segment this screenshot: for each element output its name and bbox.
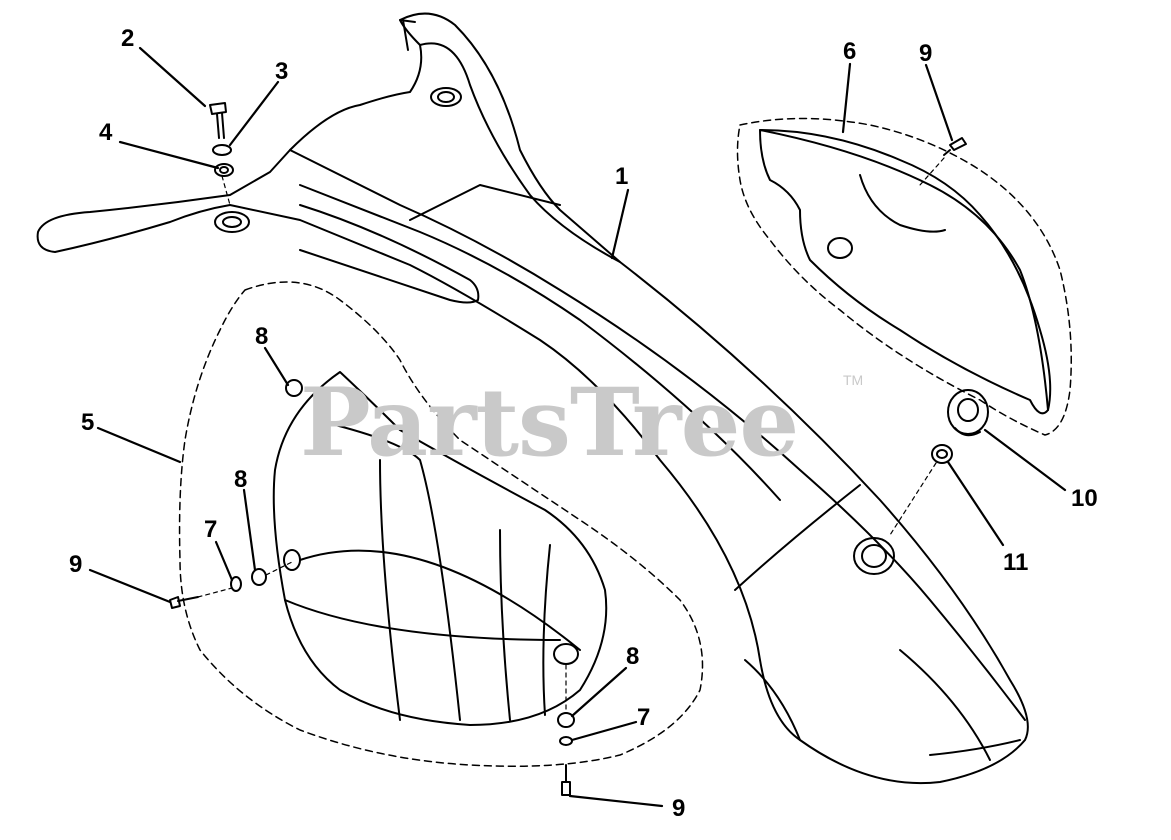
callout-7-bottom: 7 [637,704,651,731]
callout-9-top: 9 [919,40,933,67]
callout-8-bottom: 8 [626,643,640,670]
callout-2: 2 [121,25,135,52]
callout-3: 3 [275,58,289,85]
callout-1: 1 [615,163,629,190]
callout-8-upper: 8 [255,323,269,350]
callout-7-left: 7 [204,516,218,543]
watermark: PartsTree [300,368,799,478]
part-6-bracket [736,117,1072,436]
callout-9-left: 9 [69,551,83,578]
callout-9-bottom: 9 [672,795,686,822]
leader-lines [88,46,1067,808]
hardware [169,102,989,796]
callout-10: 10 [1071,485,1098,512]
callout-5: 5 [81,409,95,436]
trademark-symbol: TM [843,372,864,388]
part-5-cover [178,281,704,767]
callout-6: 6 [843,38,857,65]
callout-8-left: 8 [234,466,248,493]
part-1-housing [36,12,1029,785]
callout-4: 4 [99,119,113,146]
callout-11: 11 [1003,549,1029,576]
